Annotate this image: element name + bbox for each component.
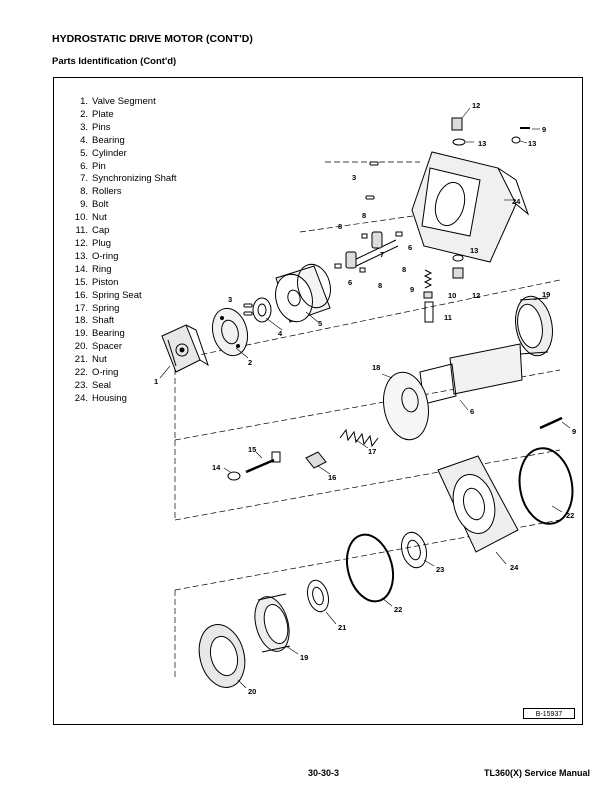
callout-8: 8 bbox=[378, 281, 382, 290]
shaft-part bbox=[383, 343, 523, 441]
figure-frame bbox=[53, 77, 583, 725]
callout-13: 13 bbox=[478, 139, 486, 148]
callout-9: 9 bbox=[572, 427, 576, 436]
synchronizing-shaft-part bbox=[334, 231, 403, 273]
seal-part bbox=[401, 531, 427, 569]
list-item: 5.Cylinder bbox=[80, 147, 127, 159]
spring-cap-part bbox=[423, 269, 434, 323]
callout-16: 16 bbox=[328, 473, 336, 482]
callout-8: 8 bbox=[402, 265, 406, 274]
callout-10: 10 bbox=[448, 291, 456, 300]
callout-12: 12 bbox=[472, 291, 480, 300]
list-item: 6.Pin bbox=[80, 160, 106, 172]
list-item: 3.Pins bbox=[80, 121, 111, 133]
list-item: 24.Housing bbox=[74, 392, 127, 404]
callout-24: 24 bbox=[510, 563, 519, 572]
callout-19: 19 bbox=[542, 290, 550, 299]
bearing-large-part bbox=[515, 295, 553, 357]
callout-17: 17 bbox=[368, 447, 376, 456]
callout-22: 22 bbox=[566, 511, 574, 520]
callout-8: 8 bbox=[338, 222, 342, 231]
callout-23: 23 bbox=[436, 565, 444, 574]
callout-3: 3 bbox=[228, 295, 232, 304]
list-item: 14.Ring bbox=[74, 263, 112, 275]
spacer-part bbox=[198, 624, 246, 688]
page-number: 30-30-3 bbox=[308, 768, 340, 778]
o-ring-part bbox=[345, 533, 395, 603]
callout-7: 7 bbox=[380, 250, 384, 259]
callout-12: 12 bbox=[472, 101, 480, 110]
assembly-axis-lines bbox=[174, 161, 561, 680]
cylinder-part bbox=[275, 263, 331, 323]
housing-lower-part bbox=[437, 455, 519, 553]
housing-top-part bbox=[411, 151, 530, 263]
callout-6: 6 bbox=[408, 243, 412, 252]
leader-lines bbox=[159, 107, 571, 689]
callout-2: 2 bbox=[248, 358, 252, 367]
list-item: 7.Synchronizing Shaft bbox=[80, 173, 177, 185]
list-item: 17.Spring bbox=[74, 302, 120, 314]
list-item: 8.Rollers bbox=[80, 186, 122, 198]
list-item: 2.Plate bbox=[80, 108, 114, 120]
callout-24: 24 bbox=[512, 197, 521, 206]
section-subtitle: Parts Identification (Cont'd) bbox=[52, 56, 177, 67]
list-item: 12.Plug bbox=[74, 237, 112, 249]
bearing-lower-part bbox=[254, 593, 291, 653]
list-item: 11.Cap bbox=[75, 225, 110, 237]
list-item: 4.Bearing bbox=[80, 134, 125, 146]
callout-numbers: 1 2 3 3 4 5 6 6 6 7 8 8 8 8 9 9 9 10 11 … bbox=[154, 101, 576, 696]
plate-part bbox=[211, 307, 249, 357]
list-item: 9.Bolt bbox=[80, 199, 109, 211]
list-item: 16.Spring Seat bbox=[74, 289, 142, 301]
piston-spring-parts bbox=[227, 416, 563, 481]
list-item: 1.Valve Segment bbox=[80, 96, 156, 107]
callout-13: 13 bbox=[528, 139, 536, 148]
list-item: 10.Nut bbox=[74, 212, 107, 224]
callout-9: 9 bbox=[410, 285, 414, 294]
callout-5: 5 bbox=[318, 319, 322, 328]
list-item: 23.Seal bbox=[74, 379, 112, 391]
plug-part bbox=[451, 117, 530, 279]
list-item: 13.O-ring bbox=[74, 250, 119, 262]
bearing-part bbox=[252, 297, 272, 323]
nut-part bbox=[306, 579, 330, 613]
callout-21: 21 bbox=[338, 623, 346, 632]
callout-20: 20 bbox=[248, 687, 256, 696]
pins-part bbox=[243, 161, 379, 316]
callout-4: 4 bbox=[278, 329, 283, 338]
parts-list: 1.Valve Segment 2.Plate 3.Pins 4.Bearing… bbox=[62, 96, 177, 406]
list-item: 15.Piston bbox=[74, 276, 119, 288]
callout-13: 13 bbox=[470, 246, 478, 255]
list-item: 19.Bearing bbox=[74, 328, 125, 340]
o-ring-large-part bbox=[518, 447, 574, 525]
callout-3: 3 bbox=[352, 173, 356, 182]
callout-8: 8 bbox=[362, 211, 366, 220]
callout-6: 6 bbox=[348, 278, 352, 287]
callout-15: 15 bbox=[248, 445, 256, 454]
callout-14: 14 bbox=[212, 463, 221, 472]
callout-1: 1 bbox=[154, 377, 158, 386]
callout-18: 18 bbox=[372, 363, 380, 372]
callout-6: 6 bbox=[470, 407, 474, 416]
page-title: HYDROSTATIC DRIVE MOTOR (CONT'D) bbox=[52, 33, 253, 45]
list-item: 21.Nut bbox=[74, 354, 107, 366]
list-item: 18.Shaft bbox=[74, 315, 115, 327]
callout-22: 22 bbox=[394, 605, 402, 614]
callout-19: 19 bbox=[300, 653, 308, 662]
manual-title: TL360(X) Service Manual bbox=[484, 768, 591, 778]
figure-id: B-15937 bbox=[523, 708, 575, 719]
callout-11: 11 bbox=[444, 313, 452, 322]
list-item: 20.Spacer bbox=[74, 341, 123, 353]
callout-9: 9 bbox=[542, 125, 546, 134]
list-item: 22.O-ring bbox=[74, 367, 119, 379]
valve-segment-part bbox=[161, 324, 209, 373]
